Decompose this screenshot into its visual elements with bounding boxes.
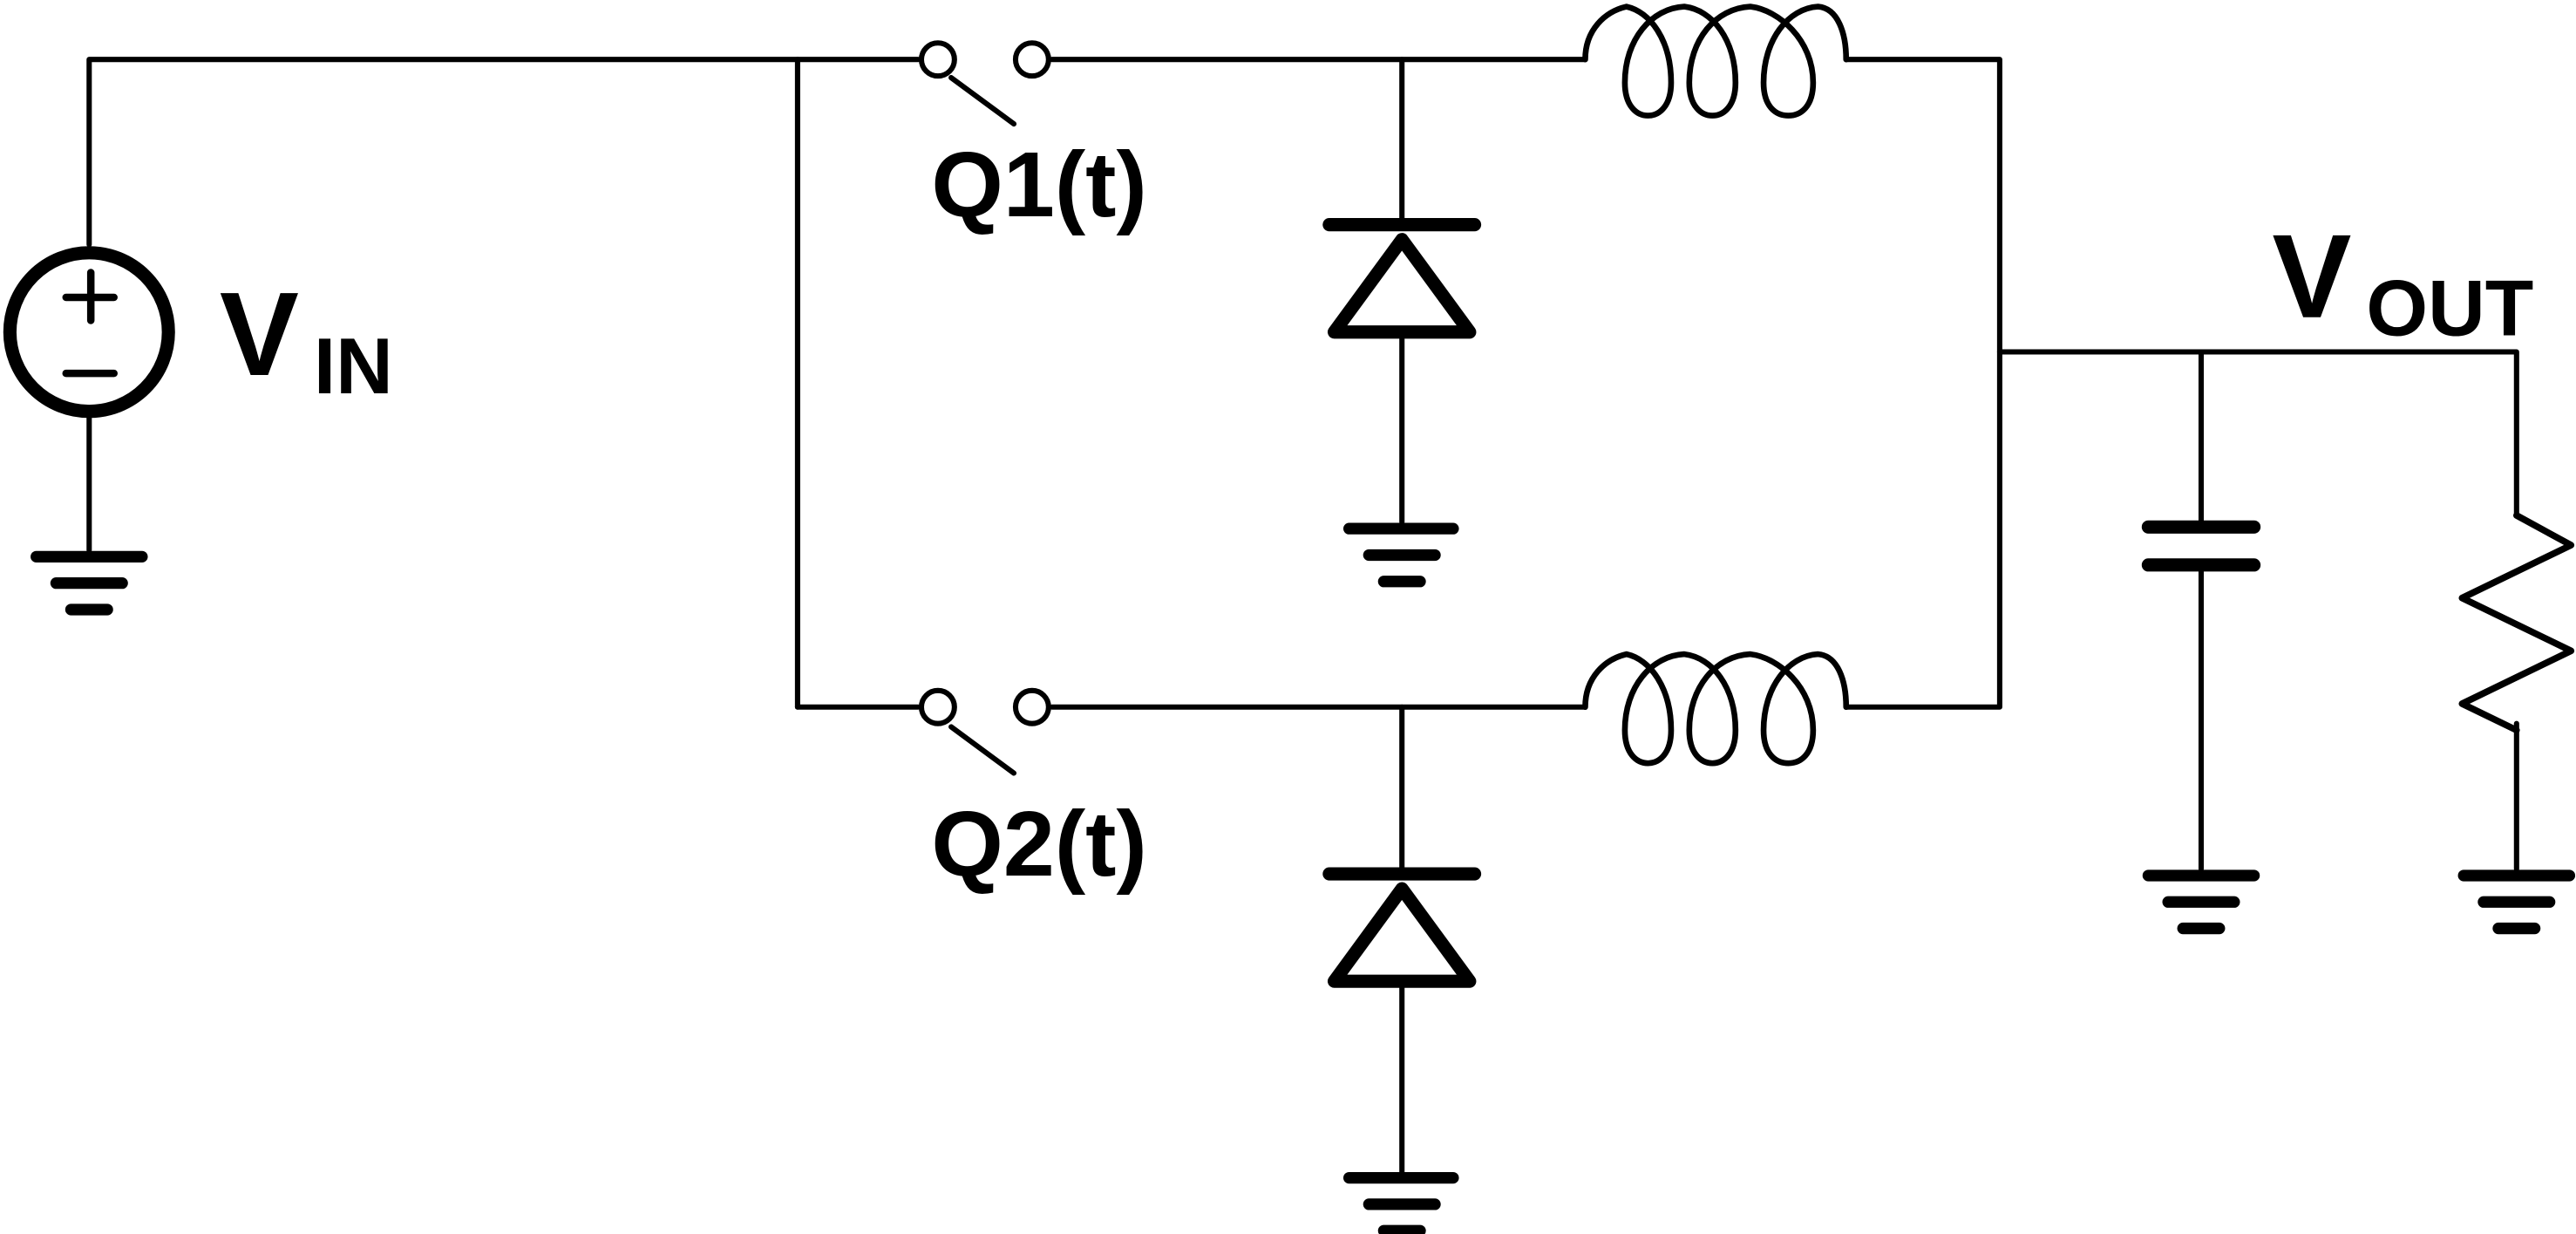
vout-label-subscript: OUT [2366,265,2533,353]
switch-q1-blade [948,75,1017,127]
inductor-bottom [1582,651,1850,767]
diode-d2 [1322,867,1482,988]
vout-label-main: V [2272,210,2351,343]
switch-q2 [918,687,1051,776]
voltage-source [3,246,175,419]
vin-label-main: V [220,268,299,400]
capacitor [2141,520,2261,572]
switch-q2-contact-right [1012,687,1051,726]
q2-label: Q2(t) [931,793,1146,896]
wires [86,57,2519,1176]
switch-q2-blade [948,724,1017,776]
wire-vin-top [86,57,921,248]
ground-d1-icon [1342,522,1459,588]
vin-label-subscript: IN [314,323,393,411]
plus-sign-icon [62,269,118,324]
voltage-source-outer-ring [3,246,175,419]
resistor-load [2458,512,2575,734]
diode-d2-triangle-icon [1327,882,1477,988]
ground-vin-icon [31,550,148,616]
inductor-top [1582,3,1850,119]
q1-label: Q1(t) [931,133,1146,236]
diode-d1-triangle-icon [1327,233,1477,339]
switch-q1-contact-left [918,40,957,79]
diode-d1 [1322,218,1482,339]
switch-q2-contact-left [918,687,957,726]
wire-output-node [1996,349,2519,519]
switch-q1-contact-right [1012,40,1051,79]
switch-q1 [918,40,1051,127]
ground-resistor-icon [2457,869,2576,935]
wire-inductor1-out [1843,57,2002,710]
ground-d2-icon [1342,1171,1459,1234]
ground-capacitor-icon [2142,869,2260,935]
